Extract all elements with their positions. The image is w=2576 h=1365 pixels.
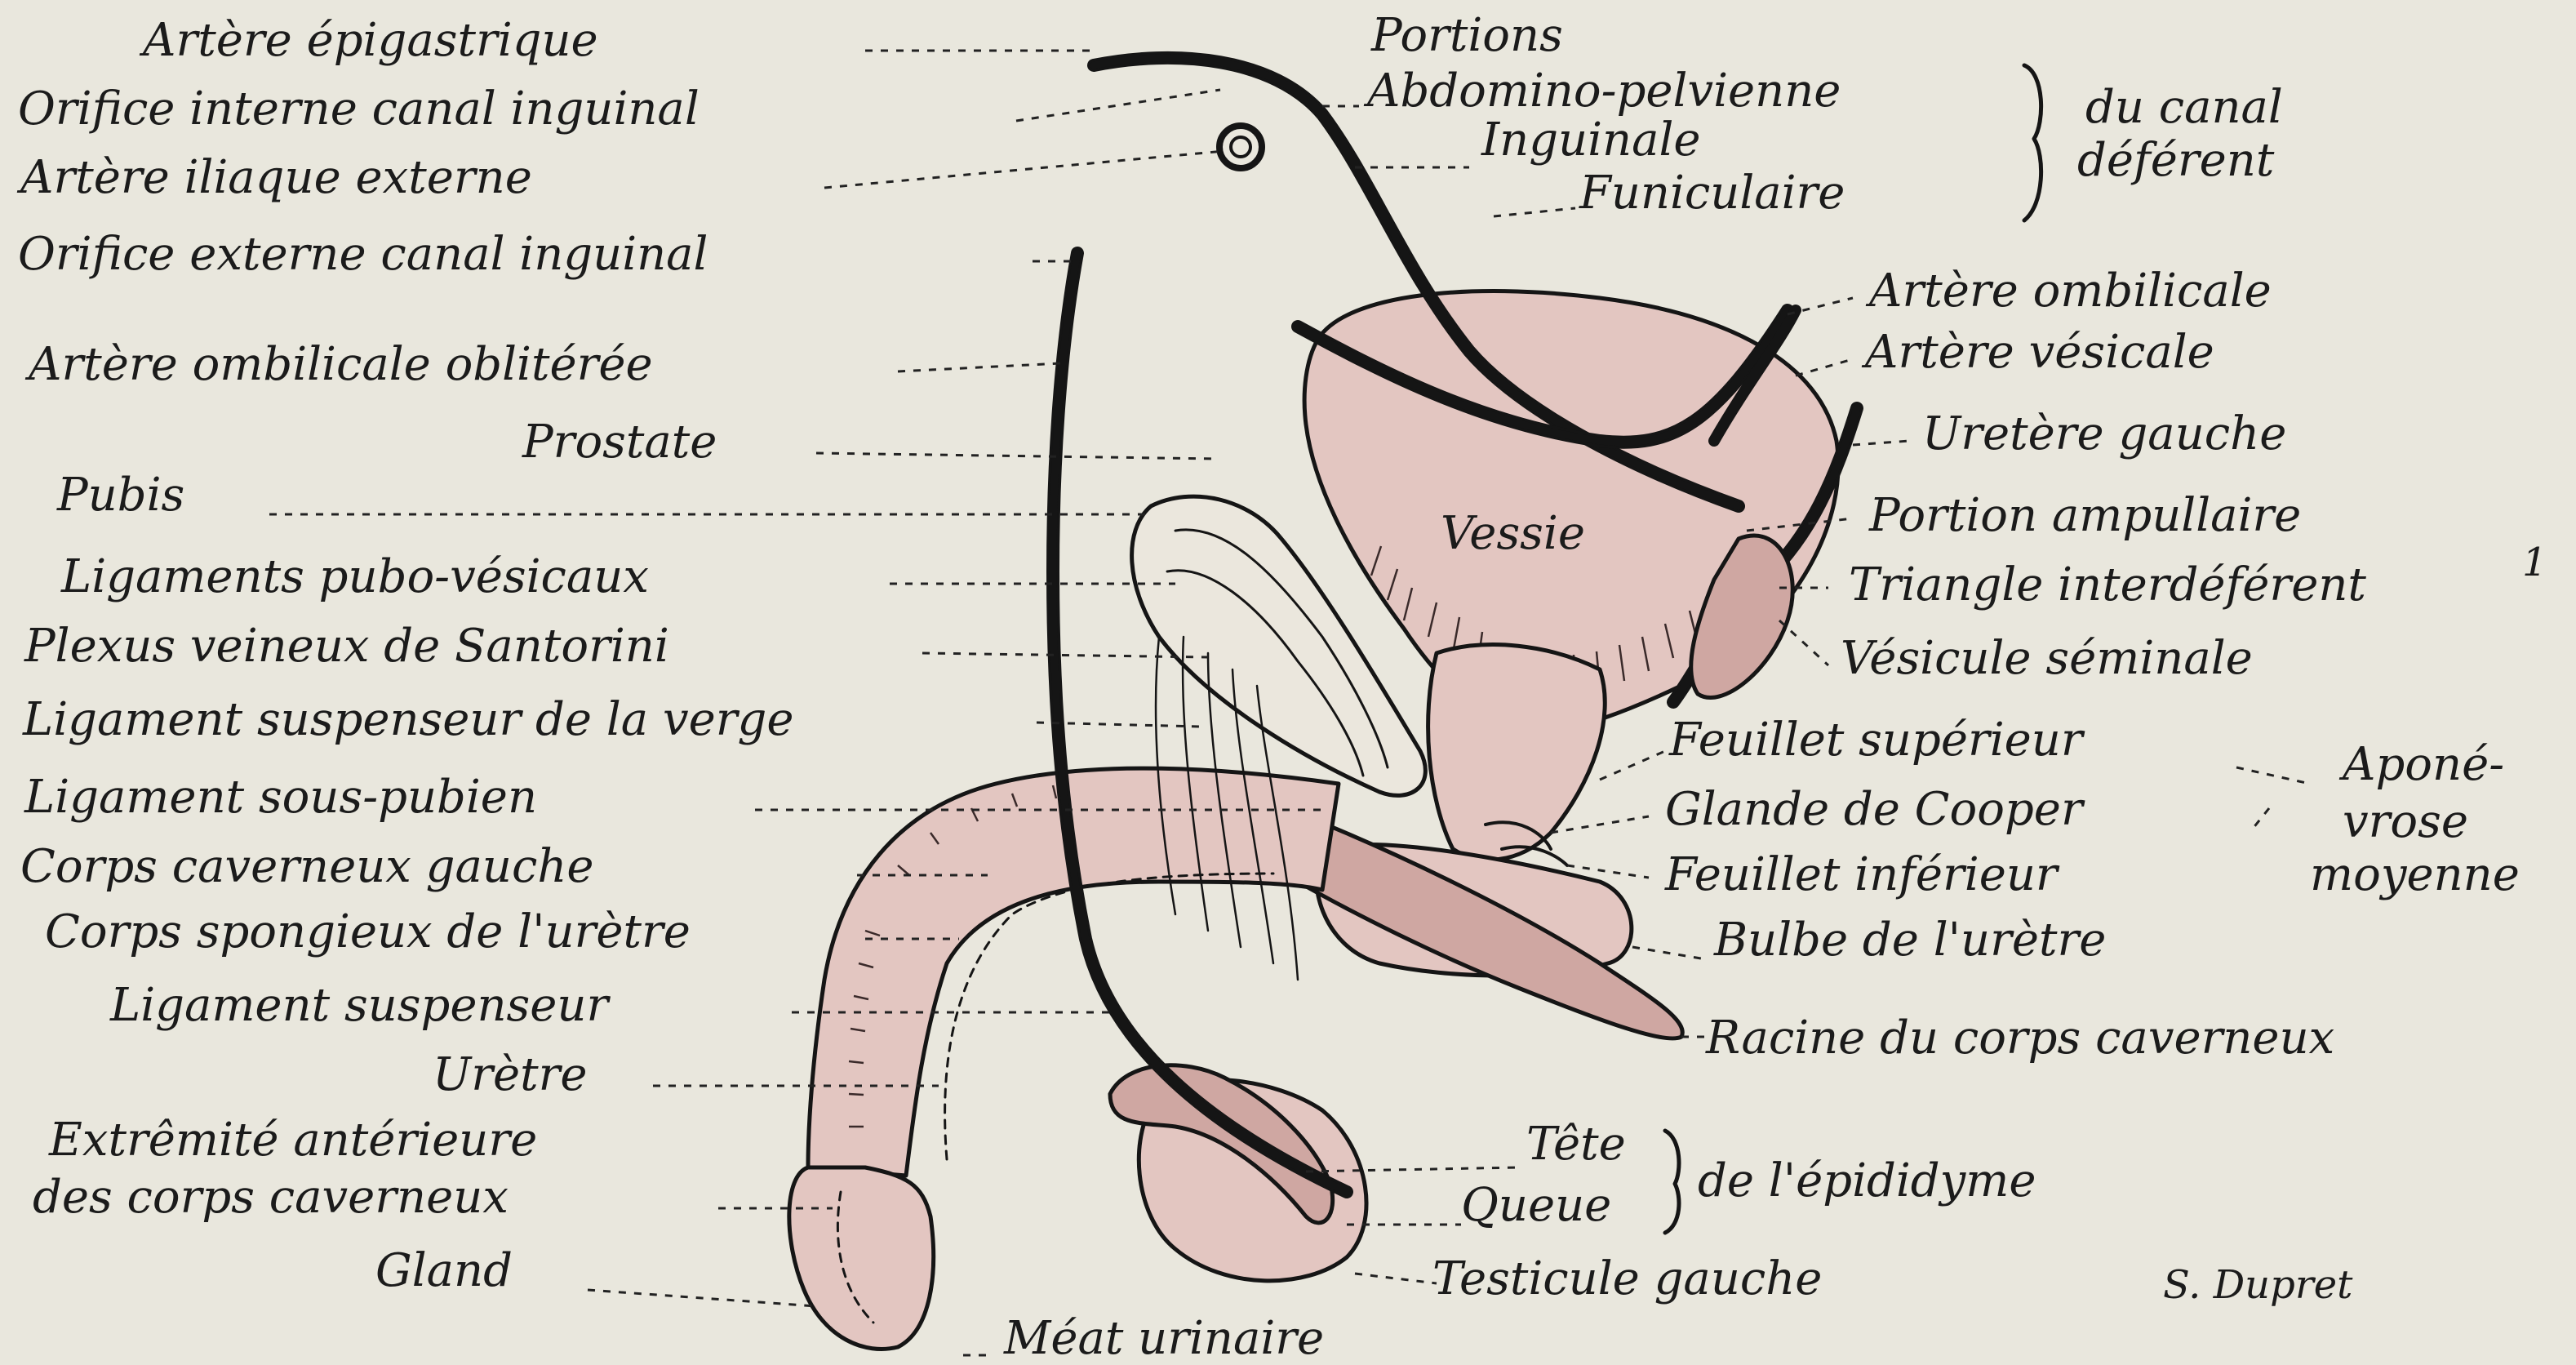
label-superior-layer: Feuillet supérieur	[1668, 714, 2085, 767]
label-epididymis-head: Tête	[1526, 1118, 1626, 1171]
artist-signature: S. Dupret	[2163, 1262, 2353, 1308]
label-vesical-artery: Artère vésicale	[1861, 326, 2214, 379]
label-bladder: Vessie	[1441, 507, 1585, 560]
label-pubovesical-ligaments: Ligaments pubo-vésicaux	[60, 550, 649, 603]
label-deferent: déférent	[2077, 134, 2275, 187]
label-suspensory-ligament-penis: Ligament suspenseur de la verge	[22, 693, 793, 746]
label-left-testicle: Testicule gauche	[1432, 1252, 1822, 1305]
label-glans: Gland	[375, 1244, 513, 1297]
label-of-epididymis: de l'épididyme	[1698, 1154, 2036, 1207]
label-suspensory-ligament: Ligament suspenseur	[109, 979, 611, 1032]
triangle-footnote: 1	[2522, 540, 2547, 585]
iliac-artery-section	[1219, 126, 1262, 168]
label-urinary-meatus: Méat urinaire	[1003, 1312, 1324, 1365]
label-aponevrose-3: moyenne	[2310, 848, 2520, 901]
vas-deferens-labels: Portions Abdomino-pelvienne Inguinale Fu…	[1363, 9, 2283, 220]
label-umbilical-artery: Artère ombilicale	[1865, 265, 2272, 318]
label-pubis: Pubis	[56, 469, 184, 522]
label-santorini-plexus: Plexus veineux de Santorini	[24, 620, 669, 673]
label-inferior-layer: Feuillet inférieur	[1664, 848, 2060, 901]
label-interdeferential-triangle: Triangle interdéférent	[1849, 558, 2366, 611]
label-ampullary-portion: Portion ampullaire	[1868, 489, 2301, 542]
label-epididymis-tail: Queue	[1461, 1179, 1611, 1232]
prostate	[1428, 645, 1606, 860]
label-subpubic-ligament: Ligament sous-pubien	[24, 771, 537, 824]
glans	[789, 1167, 934, 1349]
label-corpora-cavernosa: des corps caverneux	[33, 1171, 509, 1224]
label-inguinal: Inguinale	[1481, 113, 1701, 167]
label-cooper-gland: Glande de Cooper	[1665, 783, 2085, 836]
brace-vas	[2024, 65, 2041, 220]
anatomy-drawing	[789, 58, 1857, 1349]
label-anterior-end: Extrêmité antérieure	[48, 1114, 537, 1167]
left-labels: Artère épigastrique Orifice interne cana…	[16, 14, 793, 1297]
label-corpus-cavernosum-root: Racine du corps caverneux	[1705, 1012, 2334, 1065]
label-left-ureter: Uretère gauche	[1922, 407, 2286, 460]
label-left-corpus-cavernosum: Corps caverneux gauche	[20, 840, 594, 893]
label-urethral-bulb: Bulbe de l'urètre	[1713, 914, 2106, 967]
label-external-inguinal-ring: Orifice externe canal inguinal	[18, 228, 708, 281]
label-obliterated-umbilical-artery: Artère ombilicale oblitérée	[24, 338, 653, 391]
label-seminal-vesicle: Vésicule séminale	[1841, 632, 2253, 685]
label-prostate: Prostate	[522, 416, 717, 469]
label-aponevrose-1: Aponé-	[2338, 738, 2504, 791]
label-du-canal: du canal	[2085, 81, 2283, 134]
label-urethra: Urètre	[433, 1048, 588, 1101]
label-internal-inguinal-ring: Orifice interne canal inguinal	[18, 82, 700, 136]
label-epigastric-artery: Artère épigastrique	[139, 14, 598, 67]
label-aponevrose-2: vrose	[2343, 795, 2468, 848]
label-corpus-spongiosum: Corps spongieux de l'urètre	[45, 905, 691, 958]
label-portions: Portions	[1370, 9, 1563, 62]
label-external-iliac-artery: Artère iliaque externe	[16, 151, 532, 204]
label-funicular: Funiculaire	[1579, 167, 1845, 220]
label-abdomino-pelvic: Abdomino-pelvienne	[1363, 64, 1841, 118]
brace-epididymis	[1665, 1131, 1679, 1233]
